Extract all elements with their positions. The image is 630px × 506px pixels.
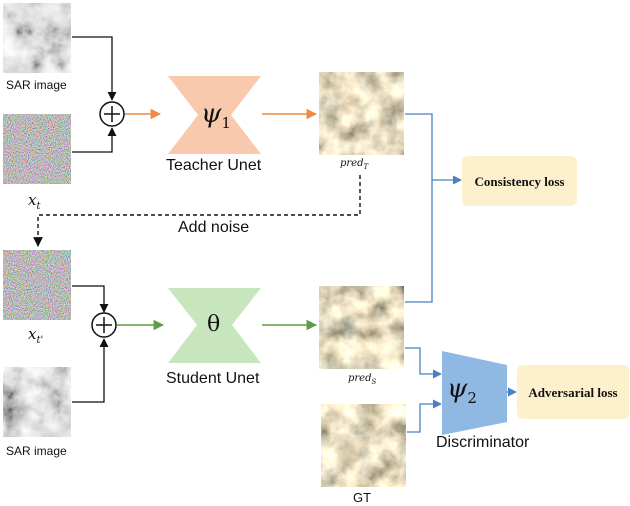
noise-image-bottom <box>3 250 71 320</box>
pred-teacher-label: predT <box>340 158 369 171</box>
pred-student-label: predS <box>348 373 377 386</box>
discriminator-shape <box>442 351 507 435</box>
sar-image-bottom <box>3 367 71 437</box>
gt-image <box>321 404 406 487</box>
student-symbol: θ <box>207 312 221 337</box>
teacher-unet-label: Teacher Unet <box>166 157 262 174</box>
adversarial-loss-box: Adversarial loss <box>517 365 629 419</box>
student-unet-shape <box>168 288 261 363</box>
discriminator-label: Discriminator <box>436 434 530 451</box>
student-unet-label: Student Unet <box>166 370 260 387</box>
discriminator-symbol: ψ2 <box>447 374 477 408</box>
consistency-loss-box: Consistency loss <box>462 156 577 206</box>
sar-image-top <box>3 3 71 73</box>
pred-student-image <box>319 286 404 369</box>
teacher-unet-shape <box>168 76 261 154</box>
add-noise-label: Add noise <box>178 219 250 236</box>
sar-image-bottom-label: SAR image <box>6 444 67 458</box>
pred-teacher-image <box>319 72 404 155</box>
gt-label: GT <box>353 490 372 505</box>
noise-image-top <box>3 114 71 184</box>
sar-image-top-label: SAR image <box>6 78 67 92</box>
noise-bottom-label: xt' <box>28 325 44 346</box>
teacher-symbol: ψ1 <box>201 99 231 133</box>
noise-top-label: xt <box>28 191 41 212</box>
